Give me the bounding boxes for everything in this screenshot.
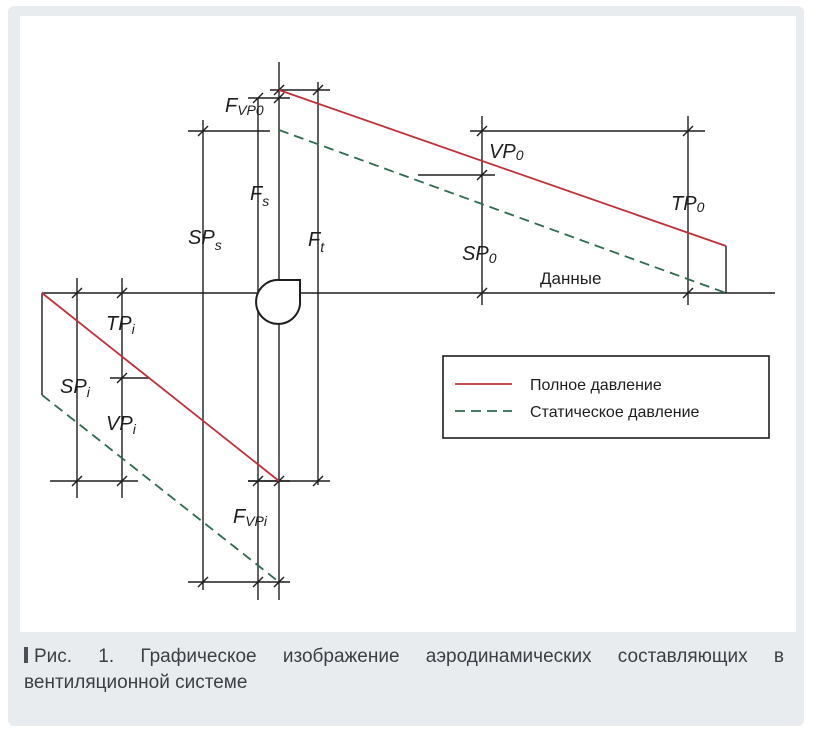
static-pressure-line-left	[41, 394, 280, 583]
label-fvpi: FVPi	[233, 506, 268, 529]
label-vp0: VP0	[489, 141, 524, 163]
label-datum: Данные	[540, 269, 601, 288]
caption-marker	[24, 647, 28, 663]
fan-icon	[255, 278, 302, 325]
label-vpi: VPi	[106, 413, 137, 437]
label-tpi: TPi	[106, 313, 136, 337]
legend-total-label: Полное давление	[530, 377, 662, 394]
label-fs: Fs	[250, 183, 269, 209]
total-pressure-line-right	[278, 89, 727, 247]
legend-static-label: Статическое давление	[530, 404, 700, 421]
legend: Полное давление Статическое давление	[442, 355, 770, 439]
label-tp0: TP0	[671, 193, 705, 215]
figure-caption: Рис. 1. Графическое изображение аэродина…	[24, 644, 784, 696]
label-spi: SPi	[60, 376, 91, 400]
total-pressure-line-left	[41, 292, 280, 482]
label-ft: Ft	[308, 229, 325, 255]
label-sp0: SP0	[462, 243, 497, 266]
caption-text: Рис. 1. Графическое изображение аэродина…	[24, 646, 784, 693]
label-fvp0: FVP0	[225, 95, 264, 118]
figure-sheet	[20, 16, 796, 632]
label-sps: SPs	[188, 227, 222, 253]
pressure-diagram: FVP0 Fs SPs Ft VP0 TP0 SP0 Данные TPi SP…	[41, 62, 775, 600]
